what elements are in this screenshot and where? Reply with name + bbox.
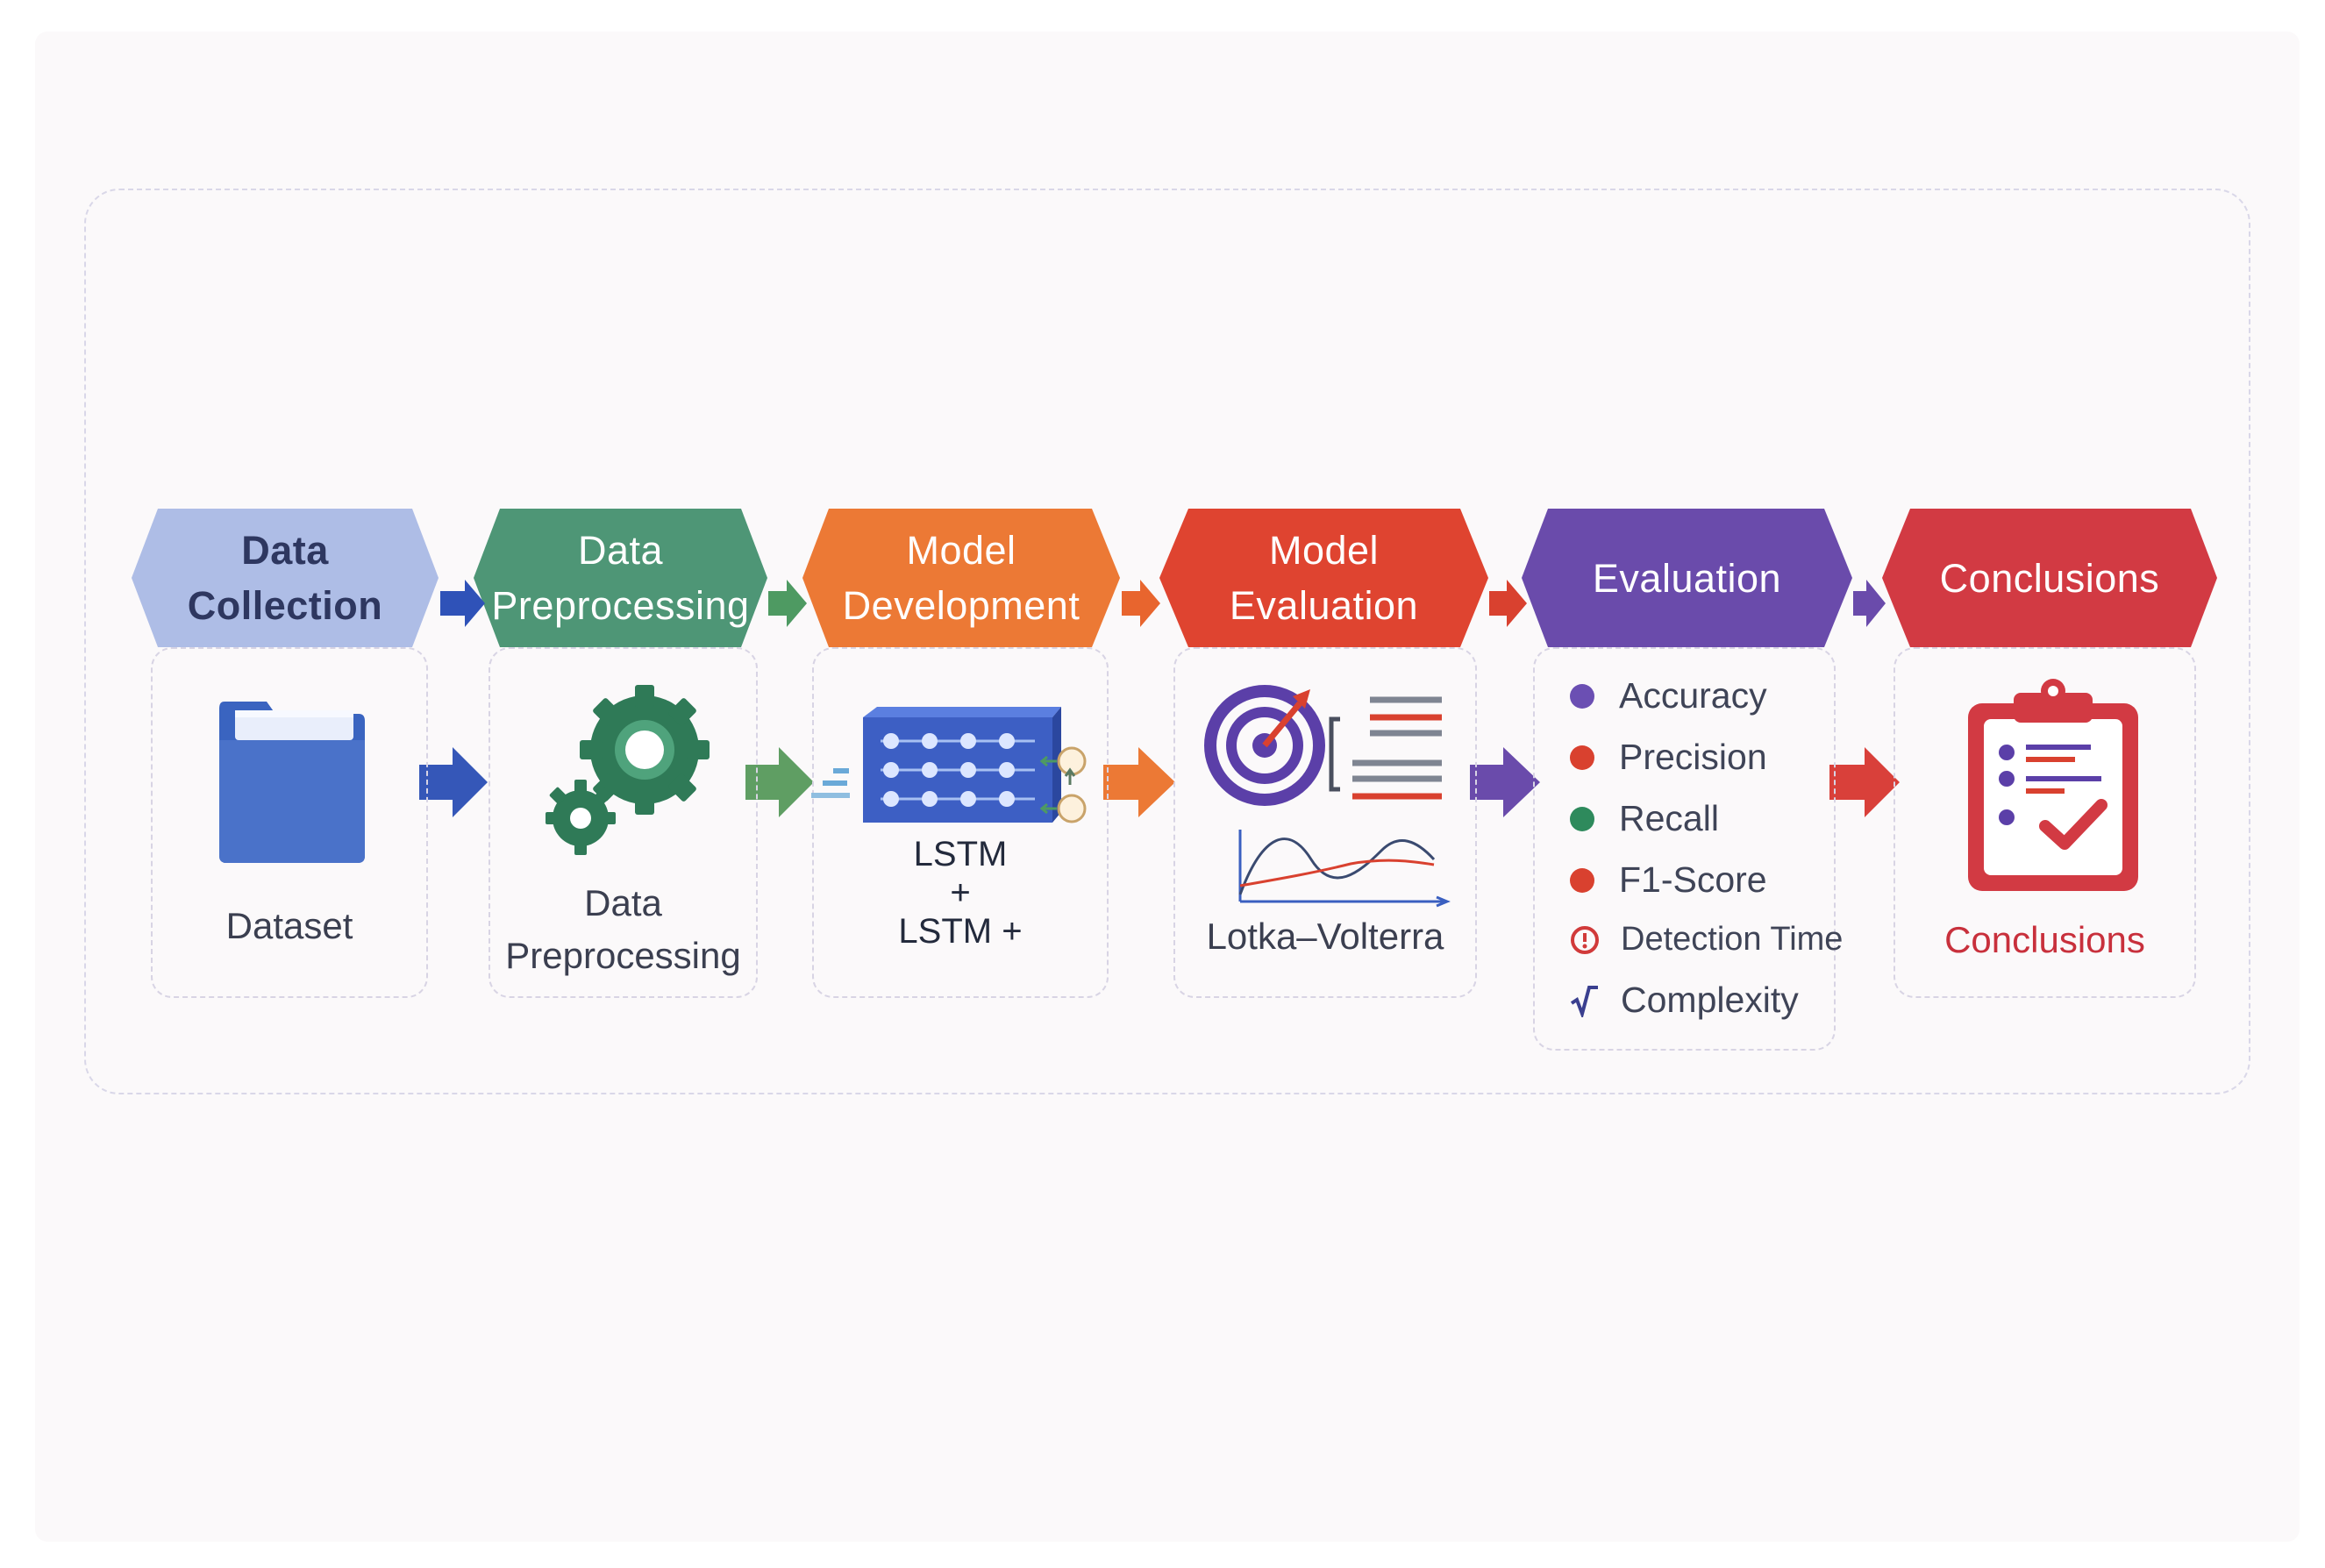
label-line3: LSTM + <box>898 912 1023 951</box>
metric-label: Precision <box>1619 737 1767 777</box>
card-evaluation <box>1533 647 1836 1051</box>
flow-arrow-2 <box>745 747 814 817</box>
header-data-collection: Data Collection <box>132 509 439 647</box>
header-model-development-shape <box>802 509 1120 647</box>
card-model-development <box>812 647 1109 998</box>
metric-label: Recall <box>1619 798 1719 838</box>
flow-arrow-4 <box>1470 747 1540 817</box>
header-arrow-4 <box>1489 580 1527 627</box>
flow-arrow-5 <box>1829 747 1900 817</box>
header-title: Evaluation <box>1592 555 1782 601</box>
header-arrow-2 <box>768 580 807 627</box>
header-line2: Collection <box>187 583 383 628</box>
card-data-collection <box>151 647 428 998</box>
target-icon <box>1204 685 1442 806</box>
header-line1: Model <box>906 528 1016 573</box>
header-model-evaluation: Model Evaluation <box>1159 509 1488 647</box>
metric-recall: Recall <box>1570 798 1719 839</box>
label-line2: + <box>950 873 971 912</box>
label-line1: LSTM <box>913 835 1008 873</box>
metric-precision: Precision <box>1570 737 1767 778</box>
header-model-development: Model Development <box>802 509 1120 647</box>
clipboard-icon <box>1968 679 2138 891</box>
metric-f1-score: F1-Score <box>1570 859 1767 901</box>
label-line2: Preprocessing <box>505 935 741 976</box>
bullet-dot <box>1570 867 1594 893</box>
header-line2: Preprocessing <box>491 583 750 628</box>
label-line1: Data <box>584 882 662 923</box>
folder-icon <box>219 702 365 863</box>
header-arrow-5 <box>1853 580 1886 627</box>
header-arrow-1 <box>440 580 485 627</box>
flow-arrow-1 <box>419 747 488 817</box>
header-line2: Evaluation <box>1229 583 1419 628</box>
metric-label: Complexity <box>1621 980 1799 1020</box>
header-data-preprocessing: Data Preprocessing <box>474 509 767 647</box>
flow-arrow-3 <box>1103 747 1175 817</box>
metric-detection-time: Detection Time <box>1570 921 1843 959</box>
gears-icon <box>546 685 710 855</box>
pipeline-frame <box>84 189 2250 1094</box>
header-data-collection-shape <box>132 509 439 647</box>
neural-network-icon <box>811 707 1087 823</box>
header-data-preprocessing-shape <box>474 509 767 647</box>
metric-accuracy: Accuracy <box>1570 675 1767 716</box>
bullet-dot <box>1570 683 1594 709</box>
metric-label: F1-Score <box>1619 859 1767 900</box>
header-title: Conclusions <box>1939 555 2160 601</box>
header-line1: Model <box>1268 528 1380 573</box>
card-conclusions <box>1894 647 2196 998</box>
bullet-dot <box>1570 806 1594 831</box>
data-preprocessing-label: Data Preprocessing <box>489 877 758 982</box>
header-conclusions: Conclusions <box>1882 509 2217 647</box>
header-line1: Data <box>241 528 329 573</box>
card-data-preprocessing <box>489 647 758 998</box>
bullet-dot <box>1570 745 1594 770</box>
header-arrow-3 <box>1122 580 1160 627</box>
conclusions-label: Conclusions <box>1944 919 2145 960</box>
metric-complexity: Complexity <box>1570 980 1799 1021</box>
header-model-evaluation-shape <box>1159 509 1488 647</box>
header-conclusions-shape <box>1882 509 2217 647</box>
header-evaluation: Evaluation <box>1522 509 1852 647</box>
header-evaluation-shape <box>1522 509 1852 647</box>
clock-alert-icon <box>1571 925 1599 954</box>
header-line1: Data <box>577 528 664 573</box>
sqrt-icon <box>1570 985 1598 1017</box>
dataset-label: Dataset <box>225 905 353 946</box>
metric-label: Accuracy <box>1619 675 1767 716</box>
card-model-evaluation <box>1173 647 1477 998</box>
header-line2: Development <box>842 583 1080 628</box>
line-graph-icon <box>1238 830 1451 908</box>
metric-label: Detection Time <box>1621 921 1844 958</box>
lstm-label: LSTM + LSTM + <box>812 835 1109 951</box>
lotka-volterra-label: Lotka–Volterra <box>1206 916 1444 957</box>
